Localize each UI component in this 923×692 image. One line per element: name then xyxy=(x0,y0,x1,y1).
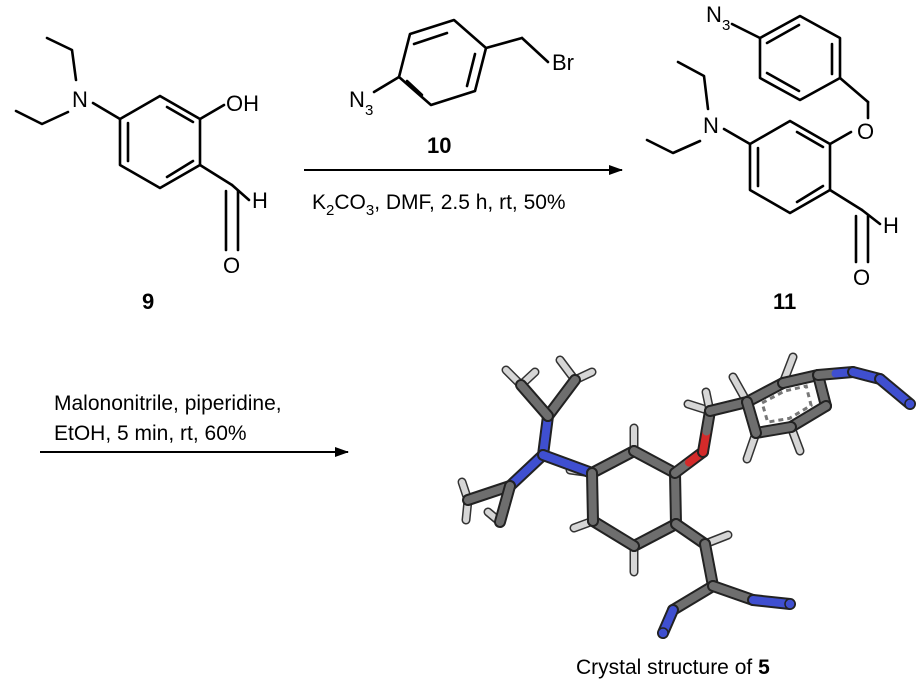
crystal-bond xyxy=(464,489,493,504)
compound-10-azide-subscript: 3 xyxy=(365,102,373,119)
compound-10-label: 10 xyxy=(427,133,451,158)
crystal-aromatic-ring xyxy=(760,384,813,424)
crystal-bond xyxy=(517,381,539,405)
step-1-conditions: K2CO3, DMF, 2.5 h, rt, 50% xyxy=(312,191,566,219)
step-2-conditions-line-1: Malononitrile, piperidine, xyxy=(54,392,282,415)
crystal-bond xyxy=(588,493,597,525)
step-2-conditions-line-2: EtOH, 5 min, rt, 60% xyxy=(54,422,247,445)
compound-9-label: 9 xyxy=(142,289,154,314)
compound-11-atom-n: N xyxy=(703,113,719,138)
compound-10-atom-br: Br xyxy=(552,50,574,75)
compound-11-atom-h: H xyxy=(883,213,899,238)
crystal-structure-5 xyxy=(457,352,916,639)
compound-11-structure xyxy=(645,14,882,264)
compound-10-azide-n: N xyxy=(349,87,365,112)
compound-11-ether-o: O xyxy=(857,119,874,144)
crystal-atom-nitrogen xyxy=(904,398,916,410)
crystal-structure-caption: Crystal structure of 5 xyxy=(576,656,770,679)
crystal-bond xyxy=(588,469,597,501)
crystal-atom-nitrogen xyxy=(657,627,669,639)
compound-11-azide-n: N xyxy=(706,2,722,27)
compound-9-structure xyxy=(14,36,251,252)
compound-10-structure xyxy=(372,18,550,107)
crystal-atom-nitrogen xyxy=(784,598,796,610)
compound-11-label: 11 xyxy=(773,289,796,314)
compound-9-atom-n: N xyxy=(72,87,88,112)
crystal-bond xyxy=(743,398,756,422)
compound-9-atom-o: O xyxy=(223,253,240,278)
crystal-bond xyxy=(609,529,638,550)
crystal-bond xyxy=(496,500,509,526)
compound-9-atom-oh: OH xyxy=(226,91,259,116)
compound-9-atom-h: H xyxy=(252,188,268,213)
compound-11-azide-subscript: 3 xyxy=(722,17,730,34)
crystal-bond xyxy=(539,451,572,468)
crystal-bond xyxy=(557,376,579,402)
compound-11-atom-o: O xyxy=(853,265,870,290)
